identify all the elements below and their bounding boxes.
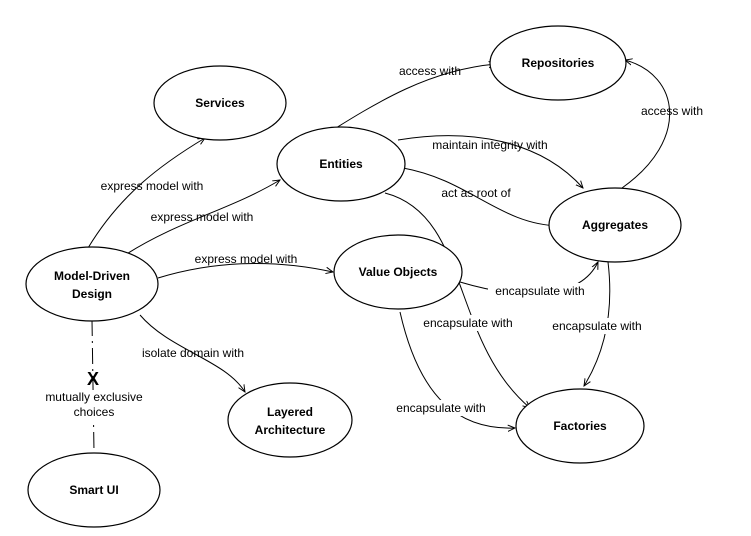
node-services-shape xyxy=(153,65,287,141)
node-services[interactable]: Services xyxy=(153,65,287,141)
label-entities-aggregates-root: act as root of xyxy=(441,186,511,200)
edge-aggregates-factories xyxy=(584,261,611,386)
node-value-objects-label: Value Objects xyxy=(359,265,438,279)
node-model-driven-design-shape xyxy=(25,246,159,322)
mutually-exclusive-x-mark: X xyxy=(87,369,99,389)
node-aggregates[interactable]: Aggregates xyxy=(548,187,682,263)
mutually-exclusive-label-bg xyxy=(40,390,148,420)
label-mdd-entities: express model with xyxy=(151,210,254,224)
label-value-objects-factories: encapsulate with xyxy=(396,401,485,415)
node-layered-architecture[interactable]: Layered Architecture xyxy=(227,382,353,458)
node-layered-architecture-label-line2: Architecture xyxy=(255,423,326,437)
node-layered-architecture-shape xyxy=(227,382,353,458)
label-mdd-layered: isolate domain with xyxy=(142,346,244,360)
node-repositories[interactable]: Repositories xyxy=(489,25,627,101)
label-aggregates-factories: encapsulate with xyxy=(552,319,641,333)
label-mutually-exclusive-line1: mutually exclusive xyxy=(45,390,143,404)
label-value-objects-aggregates-bg xyxy=(488,283,594,299)
node-services-label: Services xyxy=(195,96,245,110)
label-mutually-exclusive-line2: choices xyxy=(74,405,115,419)
edge-aggregates-repositories xyxy=(621,60,671,189)
label-value-objects-factories-bg xyxy=(388,400,494,416)
node-smart-ui-shape xyxy=(27,452,161,528)
node-entities-shape xyxy=(276,126,406,202)
edge-entities-aggregates-root xyxy=(402,167,560,226)
edge-mdd-layered xyxy=(139,314,245,392)
edge-entities-aggregates-integrity xyxy=(397,135,583,188)
node-factories-shape xyxy=(515,388,645,464)
node-model-driven-design[interactable]: Model-Driven Design xyxy=(25,246,159,322)
node-value-objects[interactable]: Value Objects xyxy=(333,234,463,310)
node-factories[interactable]: Factories xyxy=(515,388,645,464)
node-entities[interactable]: Entities xyxy=(276,126,406,202)
node-entities-label: Entities xyxy=(319,157,363,171)
node-aggregates-label: Aggregates xyxy=(582,218,648,232)
node-repositories-shape xyxy=(489,25,627,101)
node-value-objects-shape xyxy=(333,234,463,310)
label-aggregates-factories-bg xyxy=(544,318,650,334)
label-value-objects-aggregates: encapsulate with xyxy=(495,284,584,298)
node-aggregates-shape xyxy=(548,187,682,263)
node-smart-ui[interactable]: Smart UI xyxy=(27,452,161,528)
edge-mdd-services xyxy=(87,138,205,249)
edge-mdd-entities xyxy=(124,180,280,256)
label-mdd-services: express model with xyxy=(101,179,204,193)
edge-mdd-value-objects xyxy=(157,262,333,279)
edge-mdd-smart-ui xyxy=(91,319,95,453)
node-factories-label: Factories xyxy=(553,419,607,433)
node-layered-architecture-label-line1: Layered xyxy=(267,405,313,419)
label-entities-factories: encapsulate with xyxy=(423,316,512,330)
label-aggregates-repositories: access with xyxy=(641,104,703,118)
label-mdd-value-objects: express model with xyxy=(195,252,298,266)
node-repositories-label: Repositories xyxy=(522,56,595,70)
label-entities-factories-bg xyxy=(417,315,521,331)
edge-entities-repositories xyxy=(319,64,496,139)
node-model-driven-design-label-line1: Model-Driven xyxy=(54,269,130,283)
label-entities-repositories: access with xyxy=(399,64,461,78)
node-model-driven-design-label-line2: Design xyxy=(72,287,112,301)
label-entities-aggregates-integrity: maintain integrity with xyxy=(432,138,547,152)
node-smart-ui-label: Smart UI xyxy=(69,483,118,497)
